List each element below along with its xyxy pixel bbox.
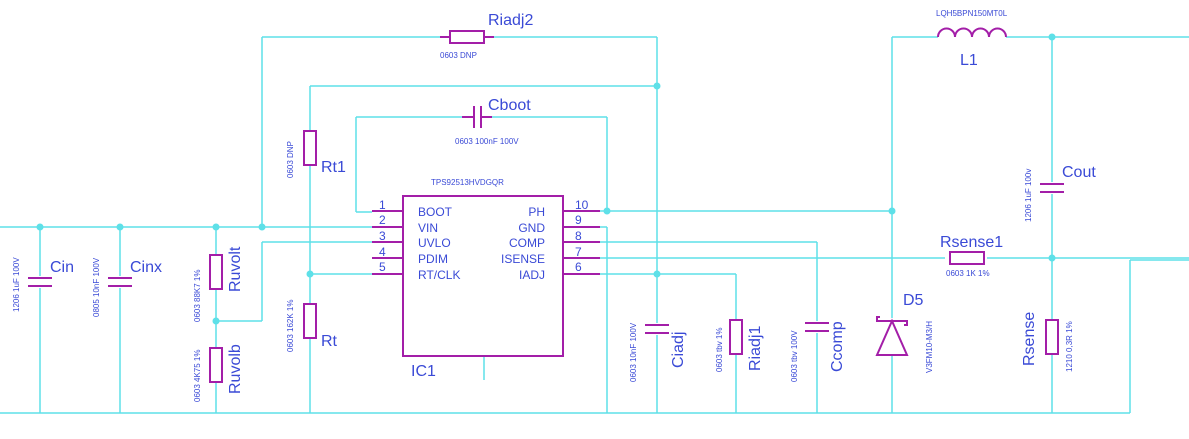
l1-coil — [937, 27, 1007, 38]
junction-dot — [212, 317, 220, 325]
junction-dot — [258, 223, 266, 231]
junction-dot — [653, 82, 661, 90]
d5-refdes: D5 — [903, 292, 924, 309]
cinx-capacitor: Cinx 0805 10nF 100V — [92, 257, 162, 317]
ciadj-value: 0603 10nF 100V — [629, 322, 638, 382]
junction-dot — [603, 207, 611, 215]
junction-dot — [116, 223, 124, 231]
ic1-part-number: TPS92513HVDGQR — [431, 178, 504, 187]
rt1-resistor: Rt1 0603 DNP — [286, 130, 346, 178]
ruvolb-body — [209, 347, 223, 383]
junction-dot — [1048, 254, 1056, 262]
ccomp-refdes: Ccomp — [829, 321, 846, 372]
riadj1-value: 0603 tbv 1% — [715, 328, 724, 372]
rsense-refdes: Rsense — [1021, 312, 1038, 366]
cout-refdes: Cout — [1062, 164, 1096, 181]
ruvolb-value: 0603 4K75 1% — [193, 350, 202, 403]
ruvolb-refdes: Ruvolb — [227, 344, 244, 394]
ic1: TPS92513HVDGQR IC1 1 2 3 4 5 BOOT VIN UV… — [372, 178, 600, 380]
d5-diode: D5 V3FM10-M3/H — [875, 292, 934, 373]
rt-value: 0603 162K 1% — [286, 300, 295, 353]
ruvolb-resistor: Ruvolb 0603 4K75 1% — [193, 344, 244, 402]
riadj1-body — [729, 319, 743, 355]
cin-capacitor: Cin 1206 1uF 100V — [12, 257, 74, 312]
ic1-pin-name: PH — [528, 205, 545, 219]
l1-inductor: LQH5BPN150MT0L L1 — [936, 9, 1008, 69]
cin-refdes: Cin — [50, 259, 74, 276]
rt1-refdes: Rt1 — [321, 159, 346, 176]
riadj2-refdes: Riadj2 — [488, 12, 533, 29]
ic1-pin-number: 3 — [379, 229, 386, 243]
ic1-pin-name: RT/CLK — [418, 268, 460, 282]
ic1-pin-number: 5 — [379, 260, 386, 274]
ccomp-value: 0603 tbv 100V — [790, 330, 799, 382]
junction-dot — [36, 223, 44, 231]
rsense1-refdes: Rsense1 — [940, 234, 1003, 251]
junction-dot — [212, 223, 220, 231]
cin-value: 1206 1uF 100V — [12, 257, 21, 312]
junctions — [36, 33, 1056, 325]
ic1-pin-name: ISENSE — [501, 252, 545, 266]
wires — [0, 36, 1189, 414]
ic1-body — [402, 195, 564, 357]
ic1-pin-name: BOOT — [418, 205, 453, 219]
riadj1-resistor: Riadj1 0603 tbv 1% — [715, 319, 764, 372]
ic1-pin-number: 2 — [379, 213, 386, 227]
rsense-value: 1210 0,3R 1% — [1065, 321, 1074, 372]
riadj1-refdes: Riadj1 — [747, 326, 764, 371]
junction-dot — [1048, 33, 1056, 41]
cout-capacitor: Cout 1206 1uF 100v — [1024, 164, 1096, 222]
ruvolt-body — [209, 254, 223, 290]
junction-dot — [888, 207, 896, 215]
ccomp-capacitor: Ccomp 0603 tbv 100V — [790, 321, 846, 382]
ic1-pin-name: COMP — [509, 236, 545, 250]
rsense1-resistor: Rsense1 0603 1K 1% — [940, 234, 1003, 278]
rsense1-value: 0603 1K 1% — [946, 269, 990, 278]
junction-dot — [306, 270, 314, 278]
ic1-pin-name: PDIM — [418, 252, 448, 266]
rt-body — [303, 303, 317, 339]
ic1-pin-number: 9 — [575, 213, 582, 227]
l1-value: LQH5BPN150MT0L — [936, 9, 1008, 18]
ic1-pin-number: 6 — [575, 260, 582, 274]
ruvolt-refdes: Ruvolt — [227, 246, 244, 292]
rt-resistor: Rt 0603 162K 1% — [286, 300, 338, 353]
l1-refdes: L1 — [960, 52, 978, 69]
rsense1-body — [949, 251, 985, 265]
ciadj-refdes: Ciadj — [670, 332, 687, 368]
ic1-pin-number: 10 — [575, 198, 589, 212]
riadj2-resistor: Riadj2 0603 DNP — [440, 12, 533, 60]
rsense-resistor: Rsense 1210 0,3R 1% — [1021, 312, 1074, 372]
d5-body — [875, 318, 909, 356]
rt1-body — [303, 130, 317, 166]
ic1-pin-name: IADJ — [519, 268, 545, 282]
d5-value: V3FM10-M3/H — [925, 321, 934, 373]
cboot-value: 0603 100nF 100V — [455, 137, 519, 146]
rt1-value: 0603 DNP — [286, 141, 295, 178]
ic1-pin-number: 1 — [379, 198, 386, 212]
cboot-refdes: Cboot — [488, 97, 531, 114]
d5-cathode — [876, 316, 908, 326]
cinx-value: 0805 10nF 100V — [92, 257, 101, 317]
ic1-pin-number: 8 — [575, 229, 582, 243]
rsense-body — [1045, 319, 1059, 355]
riadj2-value: 0603 DNP — [440, 51, 477, 60]
ic1-pin-number: 4 — [379, 245, 386, 259]
junction-dot — [653, 270, 661, 278]
ruvolt-resistor: Ruvolt 0603 88K7 1% — [193, 246, 244, 322]
cboot-capacitor: Cboot 0603 100nF 100V — [455, 97, 531, 146]
rt-refdes: Rt — [321, 333, 338, 350]
ic1-refdes: IC1 — [411, 363, 436, 380]
cout-value: 1206 1uF 100v — [1024, 169, 1033, 222]
ic1-pin-number: 7 — [575, 245, 582, 259]
ciadj-capacitor: Ciadj 0603 10nF 100V — [629, 322, 687, 382]
ruvolt-value: 0603 88K7 1% — [193, 270, 202, 323]
ic1-pin-name: VIN — [418, 221, 438, 235]
cinx-refdes: Cinx — [130, 259, 162, 276]
ic1-pin-name: GND — [518, 221, 545, 235]
ic1-pin-name: UVLO — [418, 236, 451, 250]
